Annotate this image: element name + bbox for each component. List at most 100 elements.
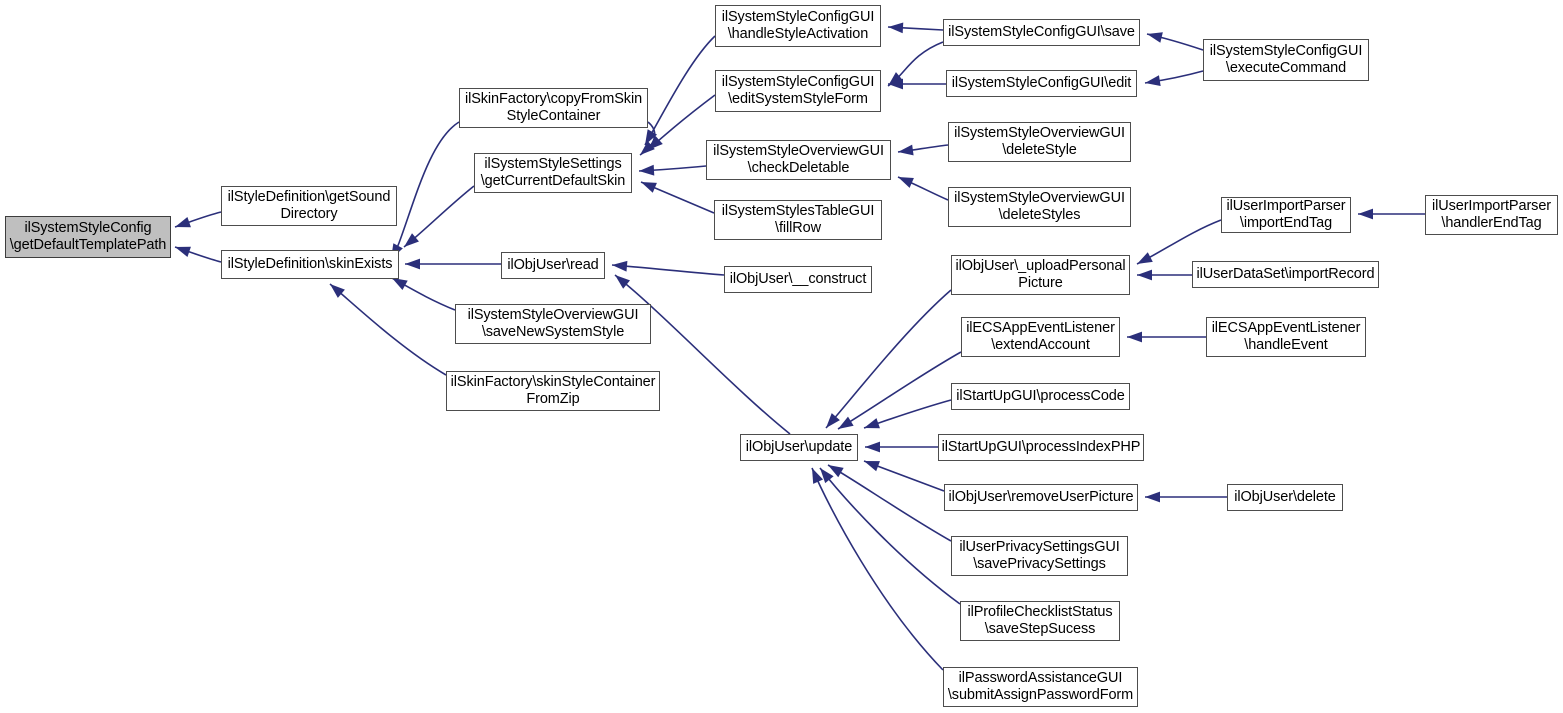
arrowhead-icon (615, 275, 631, 289)
arrowhead-icon (648, 135, 663, 150)
graph-node-skinExists[interactable]: ilStyleDefinition\skinExists (221, 250, 399, 279)
arrowhead-icon (828, 465, 844, 478)
node-label: ilSystemStylesTableGUI \fillRow (721, 202, 875, 236)
arrowhead-icon (405, 258, 420, 270)
graph-node-processIndexPHP[interactable]: ilStartUpGUI\processIndexPHP (938, 434, 1144, 461)
graph-edge-submitAssignPasswordForm-to-objUserUpdate (811, 467, 944, 671)
node-label: ilSystemStyleOverviewGUI \saveNewSystemS… (467, 306, 639, 340)
arrowhead-icon (888, 78, 903, 90)
arrowhead-icon (898, 177, 914, 188)
node-label: ilSystemStyleOverviewGUI \deleteStyles (954, 189, 1125, 223)
graph-node-extendAccount[interactable]: ilECSAppEventListener \extendAccount (961, 317, 1120, 357)
arrowhead-icon (640, 141, 655, 155)
node-label: ilPasswordAssistanceGUI \submitAssignPas… (947, 669, 1134, 703)
graph-node-skinStyleContainerFromZip[interactable]: ilSkinFactory\skinStyleContainer FromZip (446, 371, 660, 411)
node-label: ilSkinFactory\copyFromSkin StyleContaine… (464, 90, 643, 124)
graph-node-processCode[interactable]: ilStartUpGUI\processCode (951, 383, 1130, 410)
arrowhead-icon (864, 461, 880, 472)
arrowhead-icon (820, 468, 834, 484)
node-label: ilUserImportParser \importEndTag (1226, 197, 1346, 231)
node-label: ilSystemStyleConfigGUI \handleStyleActiv… (721, 8, 875, 42)
graph-node-removeUserPicture[interactable]: ilObjUser\removeUserPicture (944, 484, 1138, 511)
graph-node-importEndTag[interactable]: ilUserImportParser \importEndTag (1221, 197, 1351, 233)
graph-node-getCurrentDefaultSkin[interactable]: ilSystemStyleSettings \getCurrentDefault… (474, 153, 632, 193)
graph-node-submitAssignPasswordForm[interactable]: ilPasswordAssistanceGUI \submitAssignPas… (943, 667, 1138, 707)
graph-node-configSave[interactable]: ilSystemStyleConfigGUI\save (943, 19, 1140, 46)
node-label: ilObjUser\_uploadPersonal Picture (955, 257, 1126, 291)
graph-node-objUserConstruct[interactable]: ilObjUser\__construct (724, 266, 872, 293)
graph-node-editSystemStyleForm[interactable]: ilSystemStyleConfigGUI \editSystemStyleF… (715, 70, 881, 112)
edge-group (174, 22, 1425, 671)
arrowhead-icon (330, 284, 345, 298)
graph-node-handleEvent[interactable]: ilECSAppEventListener \handleEvent (1206, 317, 1366, 357)
arrowhead-icon (888, 22, 904, 34)
arrowhead-icon (175, 246, 191, 257)
node-label: ilStartUpGUI\processCode (956, 387, 1125, 404)
arrowhead-icon (1137, 269, 1152, 281)
arrowhead-icon (1137, 252, 1153, 264)
graph-node-objUserDelete[interactable]: ilObjUser\delete (1227, 484, 1343, 511)
arrowhead-icon (645, 129, 658, 145)
graph-node-copyFromSkinStyleContainer[interactable]: ilSkinFactory\copyFromSkin StyleContaine… (459, 88, 648, 128)
node-label: ilObjUser\removeUserPicture (948, 488, 1134, 505)
arrowhead-icon (838, 416, 854, 429)
arrowhead-icon (1127, 331, 1142, 343)
node-label: ilSystemStyleSettings \getCurrentDefault… (480, 155, 626, 189)
graph-node-getDefaultTemplatePath[interactable]: ilSystemStyleConfig \getDefaultTemplateP… (5, 216, 171, 258)
graph-edge-savePrivacySettings-to-objUserUpdate (827, 464, 952, 542)
arrowhead-icon (639, 164, 655, 176)
node-label: ilECSAppEventListener \extendAccount (966, 319, 1115, 353)
graph-edge-objUserUpdate-to-objUserRead (614, 274, 791, 435)
node-label: ilUserDataSet\importRecord (1196, 265, 1375, 282)
node-label: ilObjUser\read (507, 256, 599, 273)
graph-node-deleteStyle[interactable]: ilSystemStyleOverviewGUI \deleteStyle (948, 122, 1131, 162)
graph-node-savePrivacySettings[interactable]: ilUserPrivacySettingsGUI \savePrivacySet… (951, 536, 1128, 576)
node-label: ilSystemStyleOverviewGUI \deleteStyle (954, 124, 1125, 158)
graph-node-handleStyleActivation[interactable]: ilSystemStyleConfigGUI \handleStyleActiv… (715, 5, 881, 47)
node-label: ilStyleDefinition\getSound Directory (227, 188, 391, 222)
graph-node-uploadPersonalPicture[interactable]: ilObjUser\_uploadPersonal Picture (951, 255, 1130, 295)
node-label: ilObjUser\__construct (729, 270, 867, 287)
arrowhead-icon (1145, 491, 1160, 503)
graph-edge-objUserConstruct-to-objUserRead (611, 264, 725, 276)
graph-node-configEdit[interactable]: ilSystemStyleConfigGUI\edit (946, 70, 1137, 97)
graph-edge-handleStyleActivation-to-getCurrentDefaultSkin (644, 35, 716, 146)
node-label: ilSystemStyleConfigGUI \executeCommand (1209, 42, 1363, 76)
arrowhead-icon (888, 72, 903, 86)
node-label: ilStyleDefinition\skinExists (227, 255, 393, 272)
node-label: ilStartUpGUI\processIndexPHP (941, 438, 1141, 455)
graph-node-saveNewSystemStyle[interactable]: ilSystemStyleOverviewGUI \saveNewSystemS… (455, 304, 651, 344)
graph-node-saveStepSucess[interactable]: ilProfileChecklistStatus \saveStepSucess (960, 601, 1120, 641)
node-label: ilECSAppEventListener \handleEvent (1211, 319, 1361, 353)
graph-node-fillRow[interactable]: ilSystemStylesTableGUI \fillRow (714, 200, 882, 240)
graph-node-deleteStyles[interactable]: ilSystemStyleOverviewGUI \deleteStyles (948, 187, 1131, 227)
node-label: ilObjUser\update (745, 438, 853, 455)
node-label: ilSystemStyleConfigGUI \editSystemStyleF… (721, 73, 875, 107)
node-label: ilSystemStyleConfigGUI\edit (951, 74, 1132, 91)
graph-edge-copyFromSkinStyleContainer-to-skinExists (390, 121, 460, 260)
graph-node-objUserRead[interactable]: ilObjUser\read (501, 252, 605, 279)
node-label: ilUserImportParser \handlerEndTag (1431, 197, 1552, 231)
node-label: ilSkinFactory\skinStyleContainer FromZip (450, 373, 656, 407)
node-label: ilSystemStyleOverviewGUI \checkDeletable (713, 142, 884, 176)
arrowhead-icon (392, 278, 408, 291)
arrowhead-icon (641, 182, 657, 193)
graph-node-importRecord[interactable]: ilUserDataSet\importRecord (1192, 261, 1379, 288)
graph-node-executeCommand[interactable]: ilSystemStyleConfigGUI \executeCommand (1203, 39, 1369, 81)
graph-node-getSoundDirectory[interactable]: ilStyleDefinition\getSound Directory (221, 186, 397, 226)
arrowhead-icon (175, 216, 191, 228)
arrowhead-icon (898, 144, 914, 156)
graph-node-handlerEndTag[interactable]: ilUserImportParser \handlerEndTag (1425, 195, 1558, 235)
arrowhead-icon (1147, 32, 1163, 43)
arrowhead-icon (612, 260, 628, 272)
graph-edge-uploadPersonalPicture-to-objUserUpdate (825, 289, 952, 429)
node-label: ilSystemStyleConfig \getDefaultTemplateP… (9, 219, 167, 253)
node-label: ilObjUser\delete (1234, 488, 1336, 505)
node-label: ilUserPrivacySettingsGUI \savePrivacySet… (959, 538, 1120, 572)
graph-edge-extendAccount-to-objUserUpdate (837, 351, 962, 430)
arrowhead-icon (1358, 208, 1373, 220)
graph-node-objUserUpdate[interactable]: ilObjUser\update (740, 434, 858, 461)
graph-node-checkDeletable[interactable]: ilSystemStyleOverviewGUI \checkDeletable (706, 140, 891, 180)
